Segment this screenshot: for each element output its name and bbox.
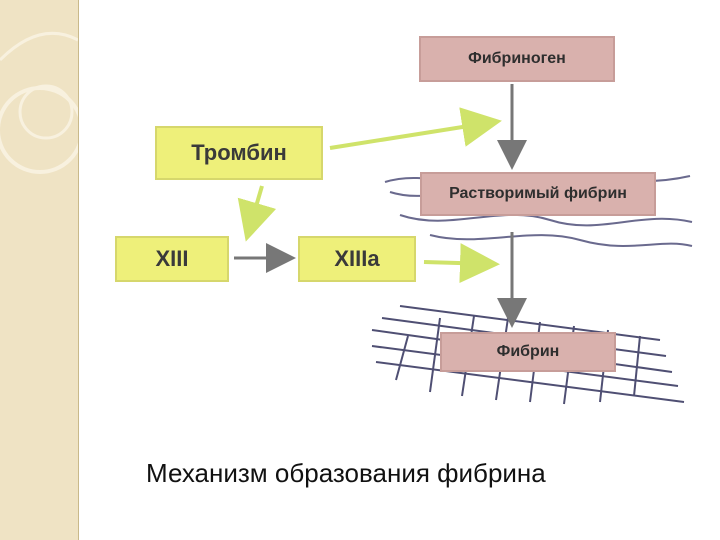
slide-caption: Механизм образования фибрина xyxy=(146,458,546,488)
xiii-label: XIII xyxy=(155,246,189,271)
fibrinogen-label: Фибриноген xyxy=(468,50,566,67)
slide-side-decoration xyxy=(0,0,79,540)
thrombin-box: Тромбин xyxy=(155,126,323,180)
fibrinogen-box: Фибриноген xyxy=(419,36,615,82)
fibrin-box: Фибрин xyxy=(440,332,616,372)
xiiia-box: XIIIa xyxy=(298,236,416,282)
soluble-fibrin-label: Растворимый фибрин xyxy=(449,185,627,202)
xiiia-label: XIIIa xyxy=(334,246,380,271)
fibrin-label: Фибрин xyxy=(496,343,560,360)
thrombin-to-fibrinogen-arrow xyxy=(329,107,502,150)
xiiia-to-fibrin-arrow xyxy=(423,243,500,284)
thrombin-to-xiii-arrow xyxy=(237,185,277,242)
xiii-box: XIII xyxy=(115,236,229,282)
thrombin-label: Тромбин xyxy=(191,140,287,165)
soluble-fibrin-box: Растворимый фибрин xyxy=(420,172,656,216)
